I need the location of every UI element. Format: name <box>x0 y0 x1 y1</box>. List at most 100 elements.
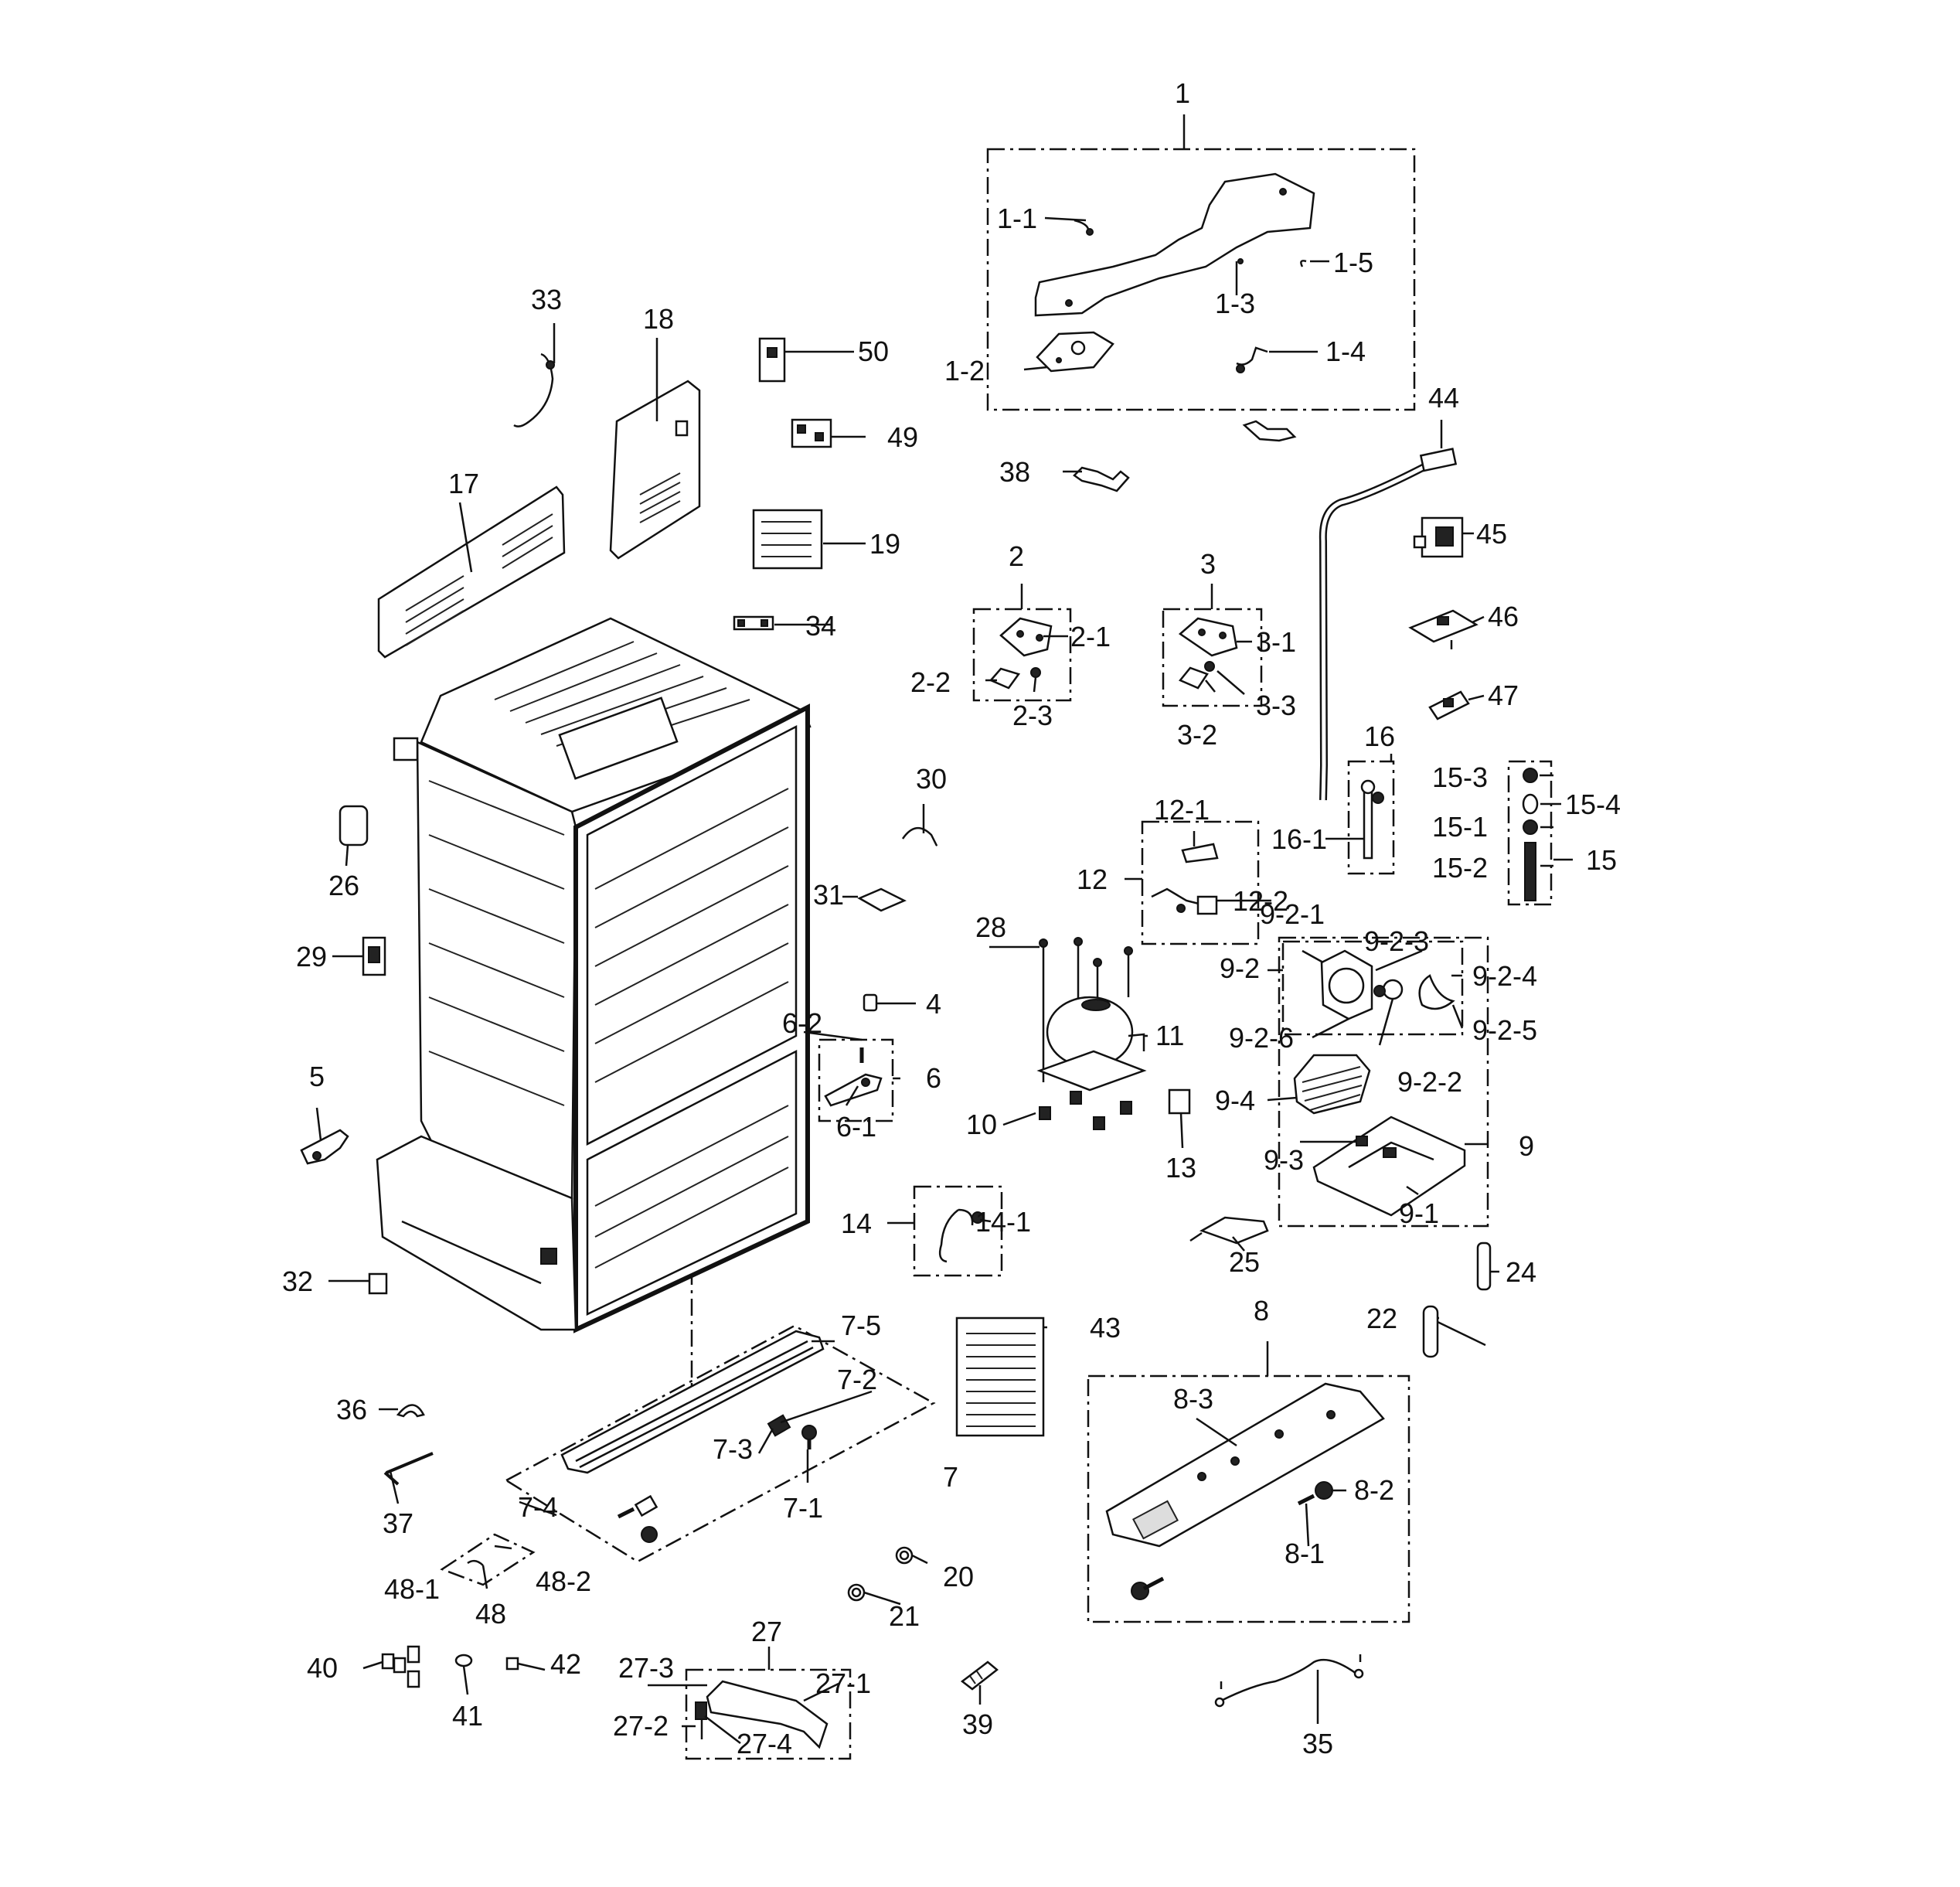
label-9-1: 9-1 <box>1399 1197 1439 1229</box>
group-box-1 <box>986 148 1416 411</box>
label-43: 43 <box>1090 1312 1121 1344</box>
part-8-2 <box>1315 1481 1333 1500</box>
label-6-1: 6-1 <box>836 1111 876 1143</box>
part-31 <box>857 887 907 912</box>
label-2-2: 2-2 <box>910 666 951 698</box>
label-9-2-5: 9-2-5 <box>1472 1014 1537 1046</box>
part-bracket-small <box>1242 420 1297 442</box>
part-12-1 <box>1181 843 1219 863</box>
label-8: 8 <box>1254 1295 1269 1327</box>
label-12: 12 <box>1077 863 1108 895</box>
label-7-2: 7-2 <box>837 1364 877 1395</box>
label-47: 47 <box>1488 680 1519 711</box>
part-1-1-wire <box>1074 219 1090 233</box>
label-1-2: 1-2 <box>944 355 985 387</box>
label-8-1: 8-1 <box>1285 1538 1325 1569</box>
part-26 <box>339 805 369 846</box>
label-9-2-4: 9-2-4 <box>1472 960 1537 992</box>
group-box-14 <box>913 1185 1003 1277</box>
part-35-harness <box>1220 1658 1357 1702</box>
label-13: 13 <box>1165 1152 1196 1184</box>
label-48-2: 48-2 <box>536 1565 591 1597</box>
part-41 <box>454 1654 473 1667</box>
part-14 <box>938 1208 974 1263</box>
label-14: 14 <box>841 1207 872 1239</box>
label-34: 34 <box>805 610 836 642</box>
label-29: 29 <box>296 941 327 972</box>
label-7: 7 <box>943 1461 958 1493</box>
group-box-27 <box>685 1668 852 1760</box>
part-29 <box>362 936 386 976</box>
part-22 <box>1422 1305 1439 1358</box>
part-25 <box>1199 1216 1269 1245</box>
label-9: 9 <box>1519 1130 1534 1162</box>
label-2-1: 2-1 <box>1070 621 1111 652</box>
label-1-5: 1-5 <box>1333 247 1373 278</box>
label-3-3: 3-3 <box>1256 690 1296 721</box>
part-1-4-clip <box>1236 346 1268 366</box>
part-43-grille <box>955 1316 1045 1437</box>
part-8-3-plate <box>1105 1382 1385 1548</box>
part-8-1 <box>1297 1494 1315 1506</box>
label-7-5: 7-5 <box>841 1310 881 1341</box>
label-7-1: 7-1 <box>783 1492 823 1524</box>
label-16-1: 16-1 <box>1271 823 1327 855</box>
part-38 <box>1073 466 1130 492</box>
part-20 <box>895 1546 914 1565</box>
part-9-2-2 <box>1382 979 1404 1000</box>
label-33: 33 <box>531 284 562 315</box>
label-3: 3 <box>1200 548 1216 580</box>
label-2-3: 2-3 <box>1012 700 1053 731</box>
part-4 <box>863 993 878 1012</box>
label-24: 24 <box>1506 1256 1536 1288</box>
label-4: 4 <box>926 988 941 1020</box>
label-10: 10 <box>966 1109 997 1140</box>
part-13 <box>1168 1088 1191 1115</box>
label-32: 32 <box>282 1265 313 1297</box>
label-9-2-2: 9-2-2 <box>1397 1066 1462 1098</box>
callout-labels: 1 1-1 1-2 1-3 1-4 1-5 2 2-1 2-2 2-3 3 3-… <box>282 77 1621 1759</box>
part-24 <box>1476 1242 1492 1291</box>
label-9-2-1: 9-2-1 <box>1260 898 1325 930</box>
label-27-3: 27-3 <box>618 1652 674 1684</box>
part-1-5-clip <box>1300 260 1307 267</box>
group-box-16 <box>1347 760 1395 875</box>
part-9-2-1-fan-housing <box>1320 949 1373 1020</box>
part-5-hinge <box>300 1129 349 1165</box>
label-26: 26 <box>328 870 359 901</box>
label-18: 18 <box>643 303 674 335</box>
label-50: 50 <box>858 336 889 367</box>
label-20: 20 <box>943 1561 974 1592</box>
part-15-3 <box>1523 768 1538 783</box>
label-9-2: 9-2 <box>1220 952 1260 984</box>
label-35: 35 <box>1302 1728 1333 1759</box>
label-3-1: 3-1 <box>1256 626 1296 658</box>
part-7-1 <box>801 1425 817 1440</box>
label-5: 5 <box>309 1061 325 1092</box>
label-2: 2 <box>1009 540 1024 572</box>
label-28: 28 <box>975 911 1006 943</box>
label-46: 46 <box>1488 601 1519 632</box>
label-1-4: 1-4 <box>1325 336 1366 367</box>
label-22: 22 <box>1366 1303 1397 1334</box>
label-25: 25 <box>1229 1246 1260 1278</box>
part-21 <box>847 1583 866 1602</box>
leader-lines <box>315 216 1573 1744</box>
label-48: 48 <box>475 1598 506 1630</box>
label-40: 40 <box>307 1652 338 1684</box>
label-15-1: 15-1 <box>1432 811 1488 843</box>
part-1-bracket <box>1034 172 1315 317</box>
group-box-9 <box>1278 936 1489 1228</box>
label-16: 16 <box>1364 720 1395 752</box>
label-36: 36 <box>336 1394 367 1425</box>
part-36-clip <box>396 1404 425 1418</box>
label-39: 39 <box>962 1708 993 1740</box>
label-8-3: 8-3 <box>1173 1383 1213 1415</box>
label-30: 30 <box>916 763 947 795</box>
part-2-1 <box>999 617 1053 657</box>
part-9-1-tray <box>1312 1116 1466 1217</box>
part-19-board <box>752 509 823 570</box>
label-49: 49 <box>887 421 918 453</box>
label-15-4: 15-4 <box>1565 789 1621 820</box>
part-12-2 <box>1151 887 1203 906</box>
